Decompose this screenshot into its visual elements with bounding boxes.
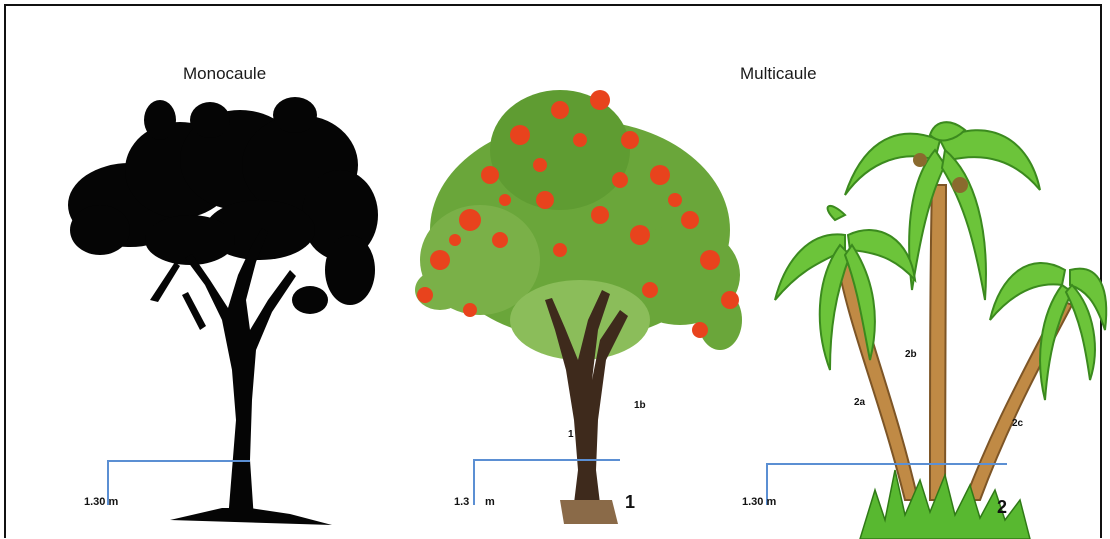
number-label-2: 2 [997, 497, 1007, 517]
height-label-2: 1.3 [454, 496, 469, 508]
height-label-3: 1.30 m [742, 496, 776, 508]
stem-label-1b: 1b [634, 400, 646, 411]
number-label-1: 1 [625, 492, 635, 512]
stem-label-1a: 1 [568, 429, 574, 440]
measure-line-1 [108, 461, 250, 505]
flowering-tree [415, 90, 742, 524]
stem-label-2b: 2b [905, 349, 917, 360]
palm-trees [775, 122, 1106, 539]
height-label-2-tail: m [485, 496, 495, 508]
stem-label-2a: 2a [854, 397, 866, 408]
stem-label-2c: 2c [1012, 418, 1024, 429]
height-label-1: 1.30 m [84, 496, 118, 508]
